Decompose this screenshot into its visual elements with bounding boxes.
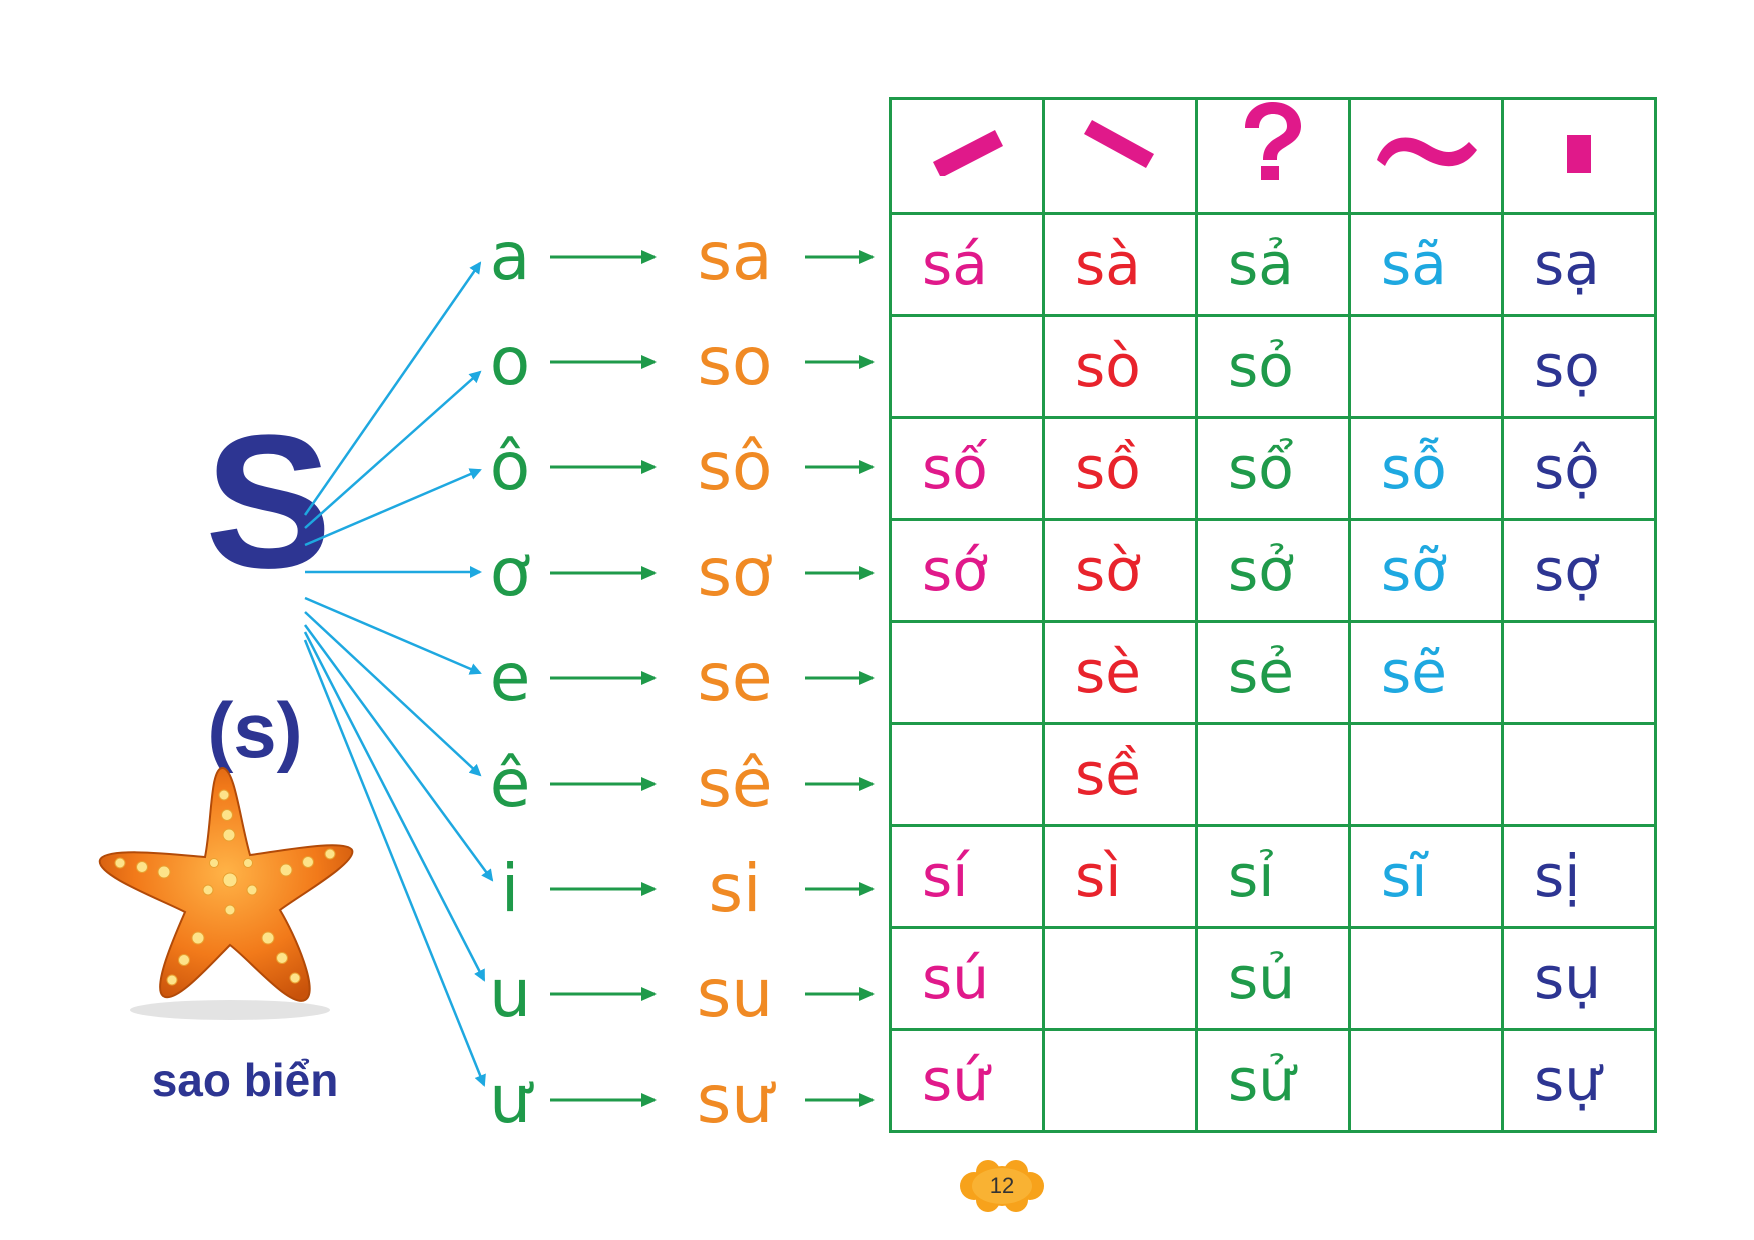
tone-cell: sổ bbox=[1195, 416, 1351, 521]
syllable-si: si bbox=[708, 850, 762, 927]
tone-cell bbox=[889, 620, 1045, 725]
tilde-mark-icon bbox=[1377, 136, 1477, 166]
tone-cell: sĩ bbox=[1348, 824, 1504, 929]
tone-cell bbox=[1042, 926, 1198, 1031]
tone-table: sá sà sả sã sạ sò sỏ sọ số sồ sổ sỗ sộ s… bbox=[889, 97, 1657, 1133]
tone-cell: sú bbox=[889, 926, 1045, 1031]
grave-mark-icon bbox=[1084, 119, 1154, 168]
tone-cell: sị bbox=[1501, 824, 1657, 929]
vowel-u: u bbox=[489, 955, 531, 1032]
tone-cell: sả bbox=[1195, 212, 1351, 317]
tone-cell: sụ bbox=[1501, 926, 1657, 1031]
picture-word-label: sao biển bbox=[151, 1054, 339, 1106]
syllable-su-horn: sư bbox=[696, 1061, 774, 1138]
tone-cell bbox=[1348, 926, 1504, 1031]
vowel-o: o bbox=[489, 323, 531, 400]
tone-row-e-circumflex: sề bbox=[889, 722, 1657, 827]
tone-cell: sẽ bbox=[1348, 620, 1504, 725]
syllable-se-circumflex: sê bbox=[697, 745, 773, 822]
tone-cell bbox=[1501, 620, 1657, 725]
tone-cell: số bbox=[889, 416, 1045, 521]
tone-cell: sá bbox=[889, 212, 1045, 317]
tone-header-grave bbox=[1042, 97, 1198, 215]
tone-cell: sớ bbox=[889, 518, 1045, 623]
tone-cell: sẻ bbox=[1195, 620, 1351, 725]
vowel-e-circumflex: ê bbox=[489, 745, 531, 822]
vowel-e: e bbox=[489, 639, 531, 716]
tone-cell: sí bbox=[889, 824, 1045, 929]
tone-row-o-circumflex: số sồ sổ sỗ sộ bbox=[889, 416, 1657, 521]
tone-cell: sọ bbox=[1501, 314, 1657, 419]
vowel-o-horn: ơ bbox=[489, 534, 531, 611]
tone-cell: sè bbox=[1042, 620, 1198, 725]
tone-cell: sự bbox=[1501, 1028, 1657, 1133]
tone-row-i: sí sì sỉ sĩ sị bbox=[889, 824, 1657, 929]
syllable-sa: sa bbox=[697, 218, 773, 295]
tone-cell: sã bbox=[1348, 212, 1504, 317]
tone-cell: sờ bbox=[1042, 518, 1198, 623]
page-number: 12 bbox=[989, 1173, 1015, 1198]
page-number-badge-icon bbox=[960, 1160, 1044, 1212]
tone-cell: sạ bbox=[1501, 212, 1657, 317]
tone-cell bbox=[1348, 1028, 1504, 1133]
syllable-su: su bbox=[696, 955, 774, 1032]
tone-header-row bbox=[889, 97, 1657, 215]
tone-cell: sì bbox=[1042, 824, 1198, 929]
vowel-i: i bbox=[500, 850, 520, 927]
syllable-so-horn: sơ bbox=[697, 534, 773, 611]
tone-row-u-horn: sứ sử sự bbox=[889, 1028, 1657, 1133]
tone-header-acute bbox=[889, 97, 1045, 215]
tone-cell bbox=[1042, 1028, 1198, 1133]
tone-row-o: sò sỏ sọ bbox=[889, 314, 1657, 419]
tone-cell bbox=[1348, 722, 1504, 827]
tone-row-u: sú sủ sụ bbox=[889, 926, 1657, 1031]
tone-header-hook bbox=[1195, 97, 1351, 215]
tone-cell: sò bbox=[1042, 314, 1198, 419]
tone-cell: sỏ bbox=[1195, 314, 1351, 419]
tone-row-a: sá sà sả sã sạ bbox=[889, 212, 1657, 317]
tone-row-o-horn: sớ sờ sở sỡ sợ bbox=[889, 518, 1657, 623]
tone-cell: sỗ bbox=[1348, 416, 1504, 521]
vowel-u-horn: ư bbox=[489, 1061, 531, 1138]
tone-header-dot bbox=[1501, 97, 1657, 215]
hook-mark-icon bbox=[1245, 102, 1301, 180]
tone-cell: sề bbox=[1042, 722, 1198, 827]
tone-cell: sử bbox=[1195, 1028, 1351, 1133]
tone-header-tilde bbox=[1348, 97, 1504, 215]
consonant-letter: S bbox=[205, 396, 332, 608]
tone-cell: sồ bbox=[1042, 416, 1198, 521]
tone-cell: sộ bbox=[1501, 416, 1657, 521]
syllable-se: se bbox=[697, 639, 773, 716]
consonant-lowercase-label: (s) bbox=[207, 686, 303, 774]
tone-cell: sủ bbox=[1195, 926, 1351, 1031]
dot-mark-icon bbox=[1567, 134, 1591, 173]
vowel-a: a bbox=[489, 218, 531, 295]
starfish-icon bbox=[98, 767, 354, 1020]
tone-row-e: sè sẻ sẽ bbox=[889, 620, 1657, 725]
tone-cell bbox=[889, 722, 1045, 827]
syllable-so-circumflex: sô bbox=[697, 428, 773, 505]
tone-cell: sà bbox=[1042, 212, 1198, 317]
tone-cell: sợ bbox=[1501, 518, 1657, 623]
vowel-o-circumflex: ô bbox=[489, 428, 531, 505]
syllable-so: so bbox=[697, 323, 773, 400]
tone-cell: sỡ bbox=[1348, 518, 1504, 623]
tone-cell bbox=[889, 314, 1045, 419]
tone-cell: sỉ bbox=[1195, 824, 1351, 929]
tone-cell: sứ bbox=[889, 1028, 1045, 1133]
tone-cell: sở bbox=[1195, 518, 1351, 623]
tone-cell bbox=[1501, 722, 1657, 827]
acute-mark-icon bbox=[933, 129, 1003, 178]
tone-cell bbox=[1348, 314, 1504, 419]
tone-cell bbox=[1195, 722, 1351, 827]
